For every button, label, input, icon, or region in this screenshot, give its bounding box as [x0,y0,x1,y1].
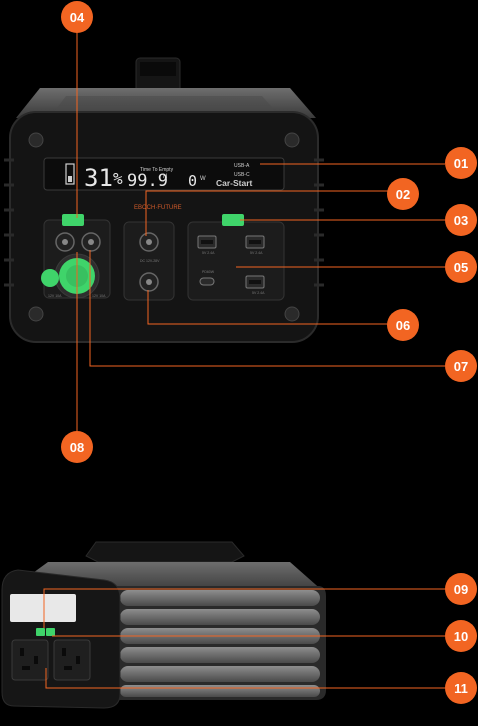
corner-screws [28,132,300,322]
usb-c-port[interactable] [199,277,215,286]
svg-text:5V 2.4A: 5V 2.4A [250,251,263,255]
rear-front-face [1,569,121,709]
svg-text:5V 2.4A: 5V 2.4A [202,251,215,255]
battery-percent: 31 [84,164,113,192]
svg-text:09: 09 [454,582,468,597]
front-view-device: 31 % Time To Empty 99.9 H 0 W USB-A USB-… [4,57,324,343]
dc-power-button[interactable] [62,214,84,226]
mode-text: Car-Start [216,178,253,188]
ac-outlet-1[interactable] [11,639,49,681]
ac-outlet-2[interactable] [53,639,91,681]
side-ribs [4,158,324,287]
svg-text:PD60W: PD60W [202,270,215,274]
svg-text:10: 10 [454,629,468,644]
callout-badge-04: 04 [61,1,93,33]
callout-badges: 01 02 03 04 05 06 07 08 [61,1,477,704]
lcd-display [43,157,285,191]
ac-button-2[interactable] [46,628,55,636]
ac-button-1[interactable] [36,628,45,636]
callout-badge-07: 07 [445,350,477,382]
watts-unit: W [200,176,206,182]
callout-badge-10: 10 [445,620,477,652]
svg-text:06: 06 [396,318,410,333]
svg-text:04: 04 [70,10,85,25]
svg-text:11: 11 [454,681,468,696]
callout-lines [43,30,445,689]
svg-text:01: 01 [454,156,468,171]
svg-text:03: 03 [454,213,468,228]
callout-badge-09: 09 [445,573,477,605]
usb-a-label: USB-A [234,163,250,169]
watts-value: 0 [188,172,197,190]
rear-carry-handle [85,541,245,563]
svg-text:5V 2.4A: 5V 2.4A [252,291,265,295]
svg-text:08: 08 [70,440,84,455]
usb-panel [187,221,285,301]
usb-power-button[interactable] [222,214,244,226]
callout-badge-03: 03 [445,204,477,236]
time-value: 99.9 [127,171,168,191]
callout-badge-06: 06 [387,309,419,341]
callout-badge-05: 05 [445,251,477,283]
brand-text: EBOCH·FUTURE [134,205,182,211]
svg-text:12V 10A: 12V 10A [48,294,62,298]
svg-text:DC 12V-28V: DC 12V-28V [140,259,160,263]
svg-text:05: 05 [454,260,468,275]
time-label: Time To Empty [140,167,174,173]
callout-badge-02: 02 [387,178,419,210]
percent-sign: % [113,169,123,188]
svg-text:12V 10A: 12V 10A [92,294,106,298]
rating-label [10,594,76,622]
callout-badge-01: 01 [445,147,477,179]
callout-badge-11: 11 [445,672,477,704]
time-unit: H [163,174,167,180]
callout-badge-08: 08 [61,431,93,463]
rear-view-device [1,541,326,709]
usb-c-label: USB-C [234,172,250,178]
svg-text:07: 07 [454,359,468,374]
car-port-tab [41,269,59,287]
svg-text:02: 02 [396,187,410,202]
input-panel [123,221,175,301]
battery-icon [65,163,75,185]
